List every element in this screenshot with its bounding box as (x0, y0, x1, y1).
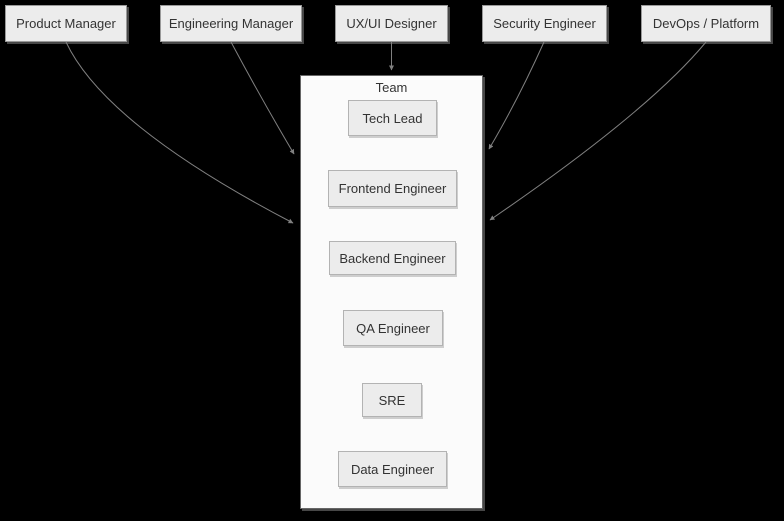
node-label: Product Manager (16, 16, 116, 31)
node-label: Data Engineer (350, 461, 435, 477)
node-tech-lead: Tech Lead (348, 100, 437, 136)
node-qa-engineer: QA Engineer (343, 310, 443, 346)
node-label: QA Engineer (356, 320, 430, 336)
node-label: Engineering Manager (168, 16, 294, 31)
node-security-engineer: Security Engineer (482, 5, 607, 42)
node-engineering-manager: Engineering Manager (160, 5, 302, 42)
edge-security-engineer-to-team (488, 41, 545, 150)
node-product-manager: Product Manager (5, 5, 127, 42)
node-frontend-engineer: Frontend Engineer (328, 170, 457, 207)
node-sre: SRE (362, 383, 422, 417)
team-container: Team Tech Lead Frontend Engineer Backend… (300, 75, 483, 509)
node-label: Security Engineer (493, 16, 596, 31)
node-label: UX/UI Designer (346, 16, 437, 31)
team-container-label: Team (375, 80, 408, 95)
node-label: DevOps / Platform (652, 16, 760, 31)
node-devops-platform: DevOps / Platform (641, 5, 771, 42)
edge-devops-platform-to-team (489, 41, 707, 221)
node-label: Backend Engineer (339, 250, 446, 266)
node-label: SRE (378, 392, 406, 408)
node-ux-ui-designer: UX/UI Designer (335, 5, 448, 42)
node-label: Frontend Engineer (338, 181, 447, 196)
node-backend-engineer: Backend Engineer (329, 241, 456, 275)
edge-engineering-manager-to-team (230, 41, 295, 155)
edge-product-manager-to-team (65, 41, 294, 224)
node-label: Tech Lead (362, 110, 423, 126)
node-data-engineer: Data Engineer (338, 451, 447, 487)
